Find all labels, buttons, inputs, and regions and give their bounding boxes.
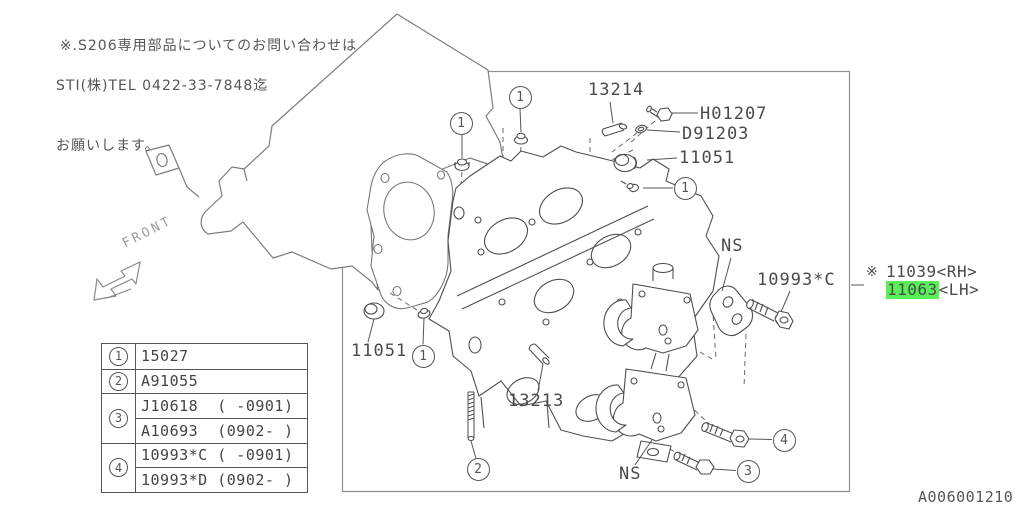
- stud-2: [467, 391, 475, 441]
- legend-part-15027: 15027: [135, 344, 307, 369]
- label-lh-side: <LH>: [938, 280, 980, 299]
- callout-1-topleft: 1: [449, 111, 473, 135]
- plug-11051-right: [613, 153, 638, 173]
- head-gasket: [366, 153, 454, 310]
- callout-3: 3: [736, 459, 760, 483]
- legend-part-10993c: 10993*C ( -0901): [135, 442, 307, 468]
- legend-num-1: 1: [102, 344, 135, 369]
- callout-1-topcenter: 1: [508, 85, 532, 109]
- label-10993c: 10993*C: [757, 270, 836, 290]
- drawing-number: A006001210: [918, 488, 1014, 506]
- callout-1-right: 1: [673, 176, 697, 200]
- label-11039: 11039: [886, 262, 937, 281]
- diagram-frame: [341, 70, 851, 493]
- washer-d91203: [635, 124, 647, 134]
- plug-1-topleft: [454, 158, 470, 172]
- note-line-3: お願いします。: [56, 138, 160, 154]
- label-ns-upper: NS: [721, 236, 744, 256]
- legend-part-a10693: A10693 (0902- ): [135, 417, 307, 443]
- bolt-1-topcenter: [513, 132, 529, 145]
- legend-num-3: 3: [102, 393, 135, 442]
- callout-2: 2: [466, 457, 490, 481]
- label-h01207: H01207: [700, 104, 768, 124]
- pin-13213: [528, 343, 550, 365]
- bolt-10993: [746, 298, 794, 330]
- note-line-2: STI(株)TEL 0422-33-7848迄: [56, 78, 269, 94]
- label-13213: 13213: [508, 391, 565, 411]
- bolt-h01207: [646, 105, 673, 122]
- bolt-1-right: [620, 180, 639, 193]
- label-11051-right: 11051: [679, 148, 736, 168]
- legend-part-10993d: 10993*D (0902- ): [135, 467, 307, 492]
- plug-11051-left: [363, 302, 385, 320]
- label-ns-lower: NS: [619, 464, 642, 484]
- callout-4: 4: [772, 428, 796, 452]
- bolt-3: [673, 451, 715, 475]
- head-reference-block: ※ 11039 <RH> 11063 <LH>: [866, 263, 979, 299]
- label-rh-side: <RH>: [936, 262, 978, 281]
- legend-num-4: 4: [102, 442, 135, 492]
- legend-part-j10618: J10618 ( -0901): [135, 393, 307, 418]
- callout-1-left: 1: [411, 344, 435, 368]
- label-11051-left: 11051: [351, 341, 408, 361]
- bolt-1-left: [417, 307, 431, 319]
- note-japanese: ※.S206専用部品についてのお問い合わせは STI(株)TEL 0422-33…: [38, 16, 357, 196]
- bolt-4: [701, 421, 750, 448]
- cam-carrier-upper: [603, 262, 699, 372]
- label-13214: 13214: [588, 80, 645, 100]
- front-arrow-icon: [93, 261, 141, 301]
- legend-num-2: 2: [102, 368, 135, 394]
- cylinder-head: [428, 145, 720, 442]
- legend-part-a91055: A91055: [135, 368, 307, 394]
- pin-13214: [601, 122, 628, 137]
- label-d91203: D91203: [682, 124, 750, 144]
- cam-carrier-lower: [595, 368, 696, 463]
- reference-mark: ※: [866, 264, 879, 280]
- note-line-1: ※.S206専用部品についてのお問い合わせは: [59, 38, 358, 54]
- legend-table: 1 15027 2 A91055 3 J10618 ( -0901) A1069…: [101, 343, 308, 493]
- leader-lines: [367, 101, 864, 471]
- ns-bracket: [709, 285, 754, 337]
- label-11063-highlighted: 11063: [886, 280, 939, 299]
